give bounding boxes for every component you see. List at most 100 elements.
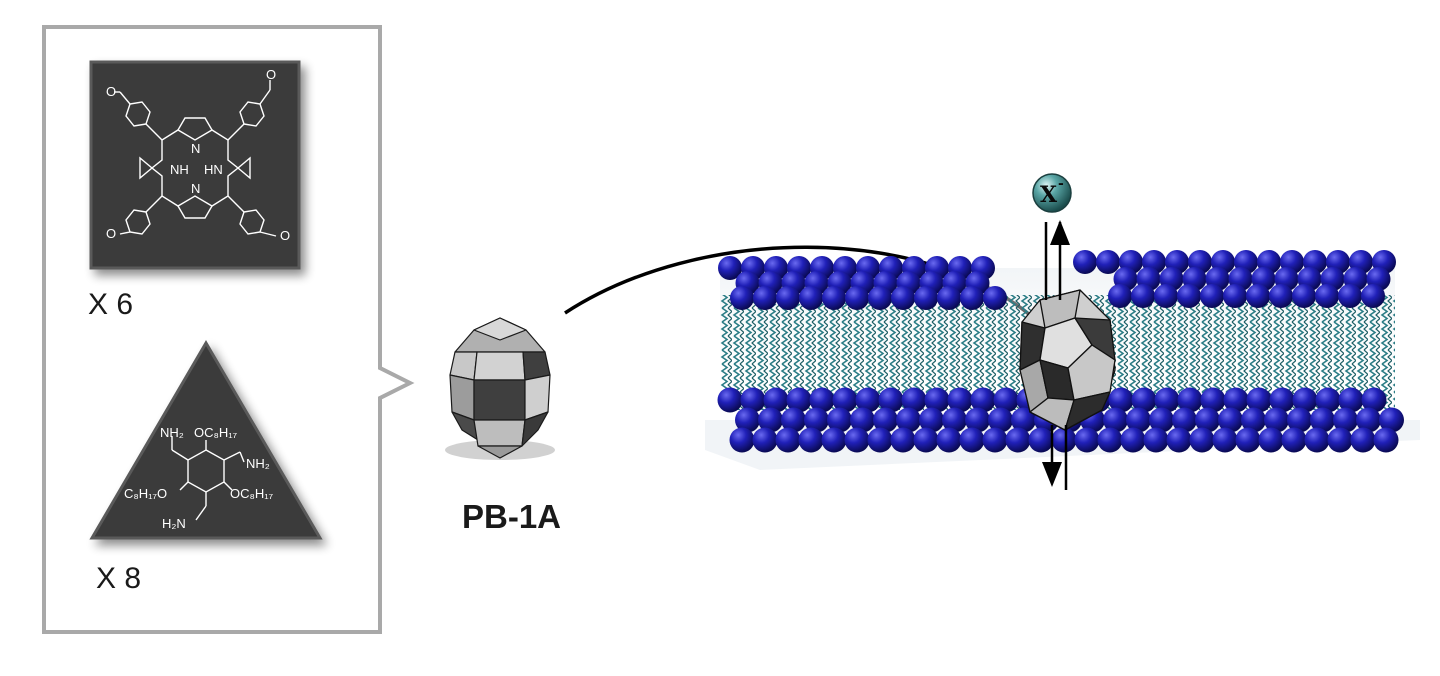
sub-c8h17o-left: C₈H₁₇O [124,486,167,501]
sub-h2n-bottom: H₂N [162,516,186,531]
lipid-head-sphere [982,427,1008,453]
lipid-head-sphere [1235,427,1261,453]
lipid-head-sphere [1131,284,1155,308]
lipid-head-sphere [1189,427,1215,453]
lipid-head-sphere [1096,250,1120,274]
lipid-head-sphere [809,387,835,413]
lipid-head-sphere [1315,284,1339,308]
lipid-head-sphere [1108,387,1134,413]
lipid-head-sphere [1264,407,1289,433]
lipid-head-sphere [729,427,755,453]
lipid-head-sphere [868,286,892,310]
lipid-head-sphere [1074,427,1100,453]
lipid-head-sphere [891,286,915,310]
aldehyde-o-top-left: O [106,84,116,99]
lipid-head-sphere [959,427,985,453]
lipid-head-sphere [993,387,1019,413]
lipid-head-sphere [1281,427,1307,453]
lipid-head-sphere [1154,284,1178,308]
lipid-head-sphere [1246,387,1272,413]
lipid-head-sphere [844,427,870,453]
lipid-head-sphere [1166,427,1192,453]
lipid-head-sphere [718,256,742,280]
lipid-head-sphere [1073,250,1097,274]
lipid-head-sphere [937,286,961,310]
lipid-head-sphere [1097,427,1123,453]
lipid-head-sphere [1200,284,1224,308]
lipid-head-sphere [1177,284,1201,308]
lipid-head-sphere [965,407,990,433]
lipid-head-sphere [1327,427,1353,453]
lipid-head-sphere [942,407,967,433]
triangle-labels: NH₂ OC₈H₁₇ NH₂ C₈H₁₇O OC₈H₁₇ H₂N [124,425,274,531]
lipid-head-sphere [855,387,881,413]
lipid-head-sphere [1241,407,1266,433]
anion-symbol: X [1040,182,1058,208]
sub-nh2-right: NH₂ [246,456,270,471]
lipid-head-sphere [1120,427,1146,453]
lipid-head-sphere [936,427,962,453]
lipid-head-sphere [1373,427,1399,453]
lipid-head-sphere [1172,407,1197,433]
lipid-head-sphere [753,286,777,310]
lipid-head-sphere [799,286,823,310]
lipid-head-sphere [1051,427,1077,453]
lipid-head-sphere [1315,387,1341,413]
cage-label: PB-1A [462,498,561,535]
lipid-head-sphere [1177,387,1203,413]
lipid-head-sphere [1287,407,1312,433]
lipid-head-sphere [763,387,789,413]
lipid-head-sphere [1005,427,1031,453]
porphyrin-labels: NH N HN N O O O O [106,67,290,243]
cage-in-membrane [1019,289,1116,431]
lipid-head-sphere [752,427,778,453]
lipid-head-sphere [1218,407,1243,433]
sub-oc8h17-top: OC₈H₁₇ [194,425,238,440]
lipid-head-sphere [758,407,783,433]
lipid-head-sphere [919,407,944,433]
lipid-head-sphere [1212,427,1238,453]
lipid-head-sphere [890,427,916,453]
anion-charge: - [1058,176,1064,192]
aldehyde-o-bottom-left: O [106,226,116,241]
anion-sphere: X - [1032,173,1072,213]
triangle-structure [171,436,245,521]
lipid-head-sphere [832,387,858,413]
aldehyde-o-top-right: O [266,67,276,82]
lipid-head-sphere [988,407,1013,433]
lipid-head-sphere [878,387,904,413]
lipid-head-sphere [1361,387,1387,413]
lipid-head-sphere [983,286,1007,310]
lipid-head-sphere [827,407,852,433]
lipid-head-sphere [1379,407,1404,433]
lipid-head-sphere [822,286,846,310]
lipid-head-sphere [867,427,893,453]
lipid-head-sphere [914,286,938,310]
lipid-head-sphere [781,407,806,433]
lipid-head-sphere [960,286,984,310]
porphyrin-structure [114,80,277,237]
lipid-head-sphere [1028,427,1054,453]
lipid-head-sphere [1154,387,1180,413]
lipid-head-sphere [798,427,824,453]
lipid-head-sphere [1356,407,1381,433]
lipid-head-sphere [901,387,927,413]
lipid-head-sphere [1292,387,1318,413]
lipid-head-sphere [1143,427,1169,453]
lipid-head-sphere [1246,284,1270,308]
sub-nh2-top: NH₂ [160,425,184,440]
porphyrin-multiplier: X 6 [88,288,133,321]
lipid-head-sphere [845,286,869,310]
lipid-head-sphere [1131,387,1157,413]
lipid-head-sphere [804,407,829,433]
lipid-head-sphere [1223,387,1249,413]
lipid-head-sphere [913,427,939,453]
cage-pb-1a [445,317,555,460]
lipid-head-sphere [1258,427,1284,453]
lipid-head-sphere [786,387,812,413]
lipid-head-sphere [1269,387,1295,413]
lipid-head-sphere [1126,407,1151,433]
lipid-head-sphere [1195,407,1220,433]
sub-oc8h17-right: OC₈H₁₇ [230,486,274,501]
